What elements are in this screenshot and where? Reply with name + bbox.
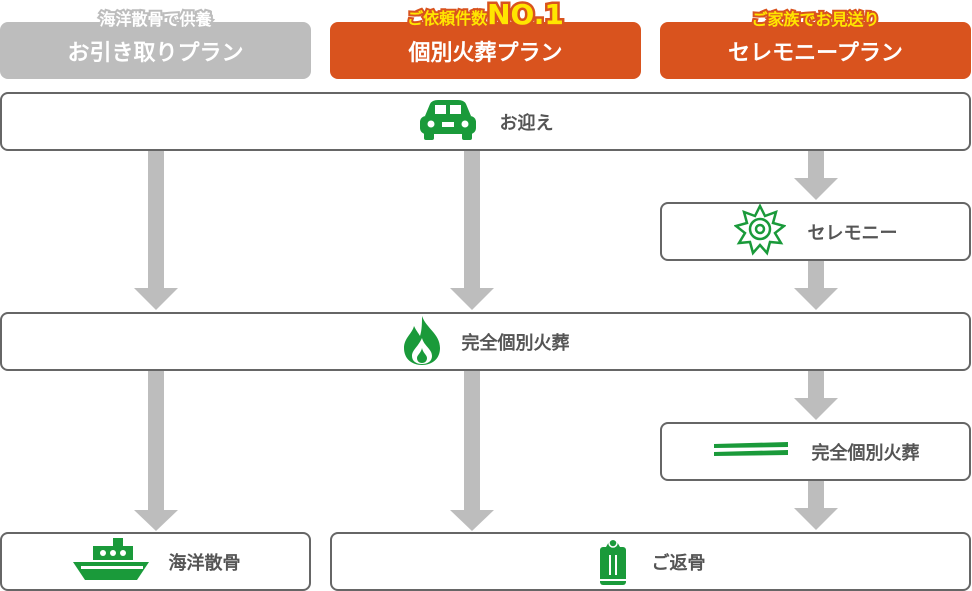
step-return-bones-label: ご返骨 [651, 552, 706, 574]
arrow-col1-top [134, 150, 178, 310]
arrow-col3-3 [794, 370, 838, 420]
plan-pickup-header: 海洋散骨で供養 お引き取りプラン [0, 8, 311, 79]
step-cremation-label: 完全個別火葬 [461, 332, 570, 354]
plan-ceremony-subtitle: ご家族でお見送り [749, 8, 881, 31]
step-pickup: お迎え [0, 92, 971, 151]
step-ceremony-label: セレモニー [807, 222, 898, 244]
arrow-col3-1 [794, 150, 838, 200]
step-cremation-ceremony-label: 完全個別火葬 [811, 442, 920, 464]
no1-badge: NO.1 [485, 0, 567, 31]
fire-icon [402, 314, 442, 370]
urn-icon [596, 533, 630, 591]
chopsticks-icon [712, 440, 790, 464]
car-icon [418, 98, 478, 146]
arrow-col3-2 [794, 260, 838, 310]
arrow-col2-bottom [450, 370, 494, 531]
plan-individual-subtitle: ご依頼件数NO.1 [330, 0, 641, 31]
plan-pickup-title: お引き取りプラン [67, 41, 244, 66]
step-sea-scatter-label: 海洋散骨 [168, 552, 241, 574]
plan-individual-header: ご依頼件数NO.1 個別火葬プラン [330, 0, 641, 79]
step-cremation-ceremony: 完全個別火葬 [660, 422, 971, 481]
step-ceremony: セレモニー [660, 202, 971, 261]
ship-icon [71, 536, 151, 588]
arrow-col3-4 [794, 480, 838, 530]
arrow-col1-bottom [134, 370, 178, 531]
step-cremation: 完全個別火葬 [0, 312, 971, 371]
plan-individual-title: 個別火葬プラン [408, 41, 563, 66]
plan-pickup-subtitle: 海洋散骨で供養 [97, 8, 213, 31]
lotus-icon [732, 202, 787, 260]
plan-ceremony-title: セレモニープラン [728, 41, 903, 66]
plan-ceremony-header: ご家族でお見送り セレモニープラン [660, 8, 971, 79]
step-sea-scatter: 海洋散骨 [0, 532, 311, 591]
step-pickup-label: お迎え [499, 112, 554, 134]
step-return-bones: ご返骨 [330, 532, 971, 591]
plan-individual-sub-text: ご依頼件数 [405, 7, 489, 30]
arrow-col2-top [450, 150, 494, 310]
